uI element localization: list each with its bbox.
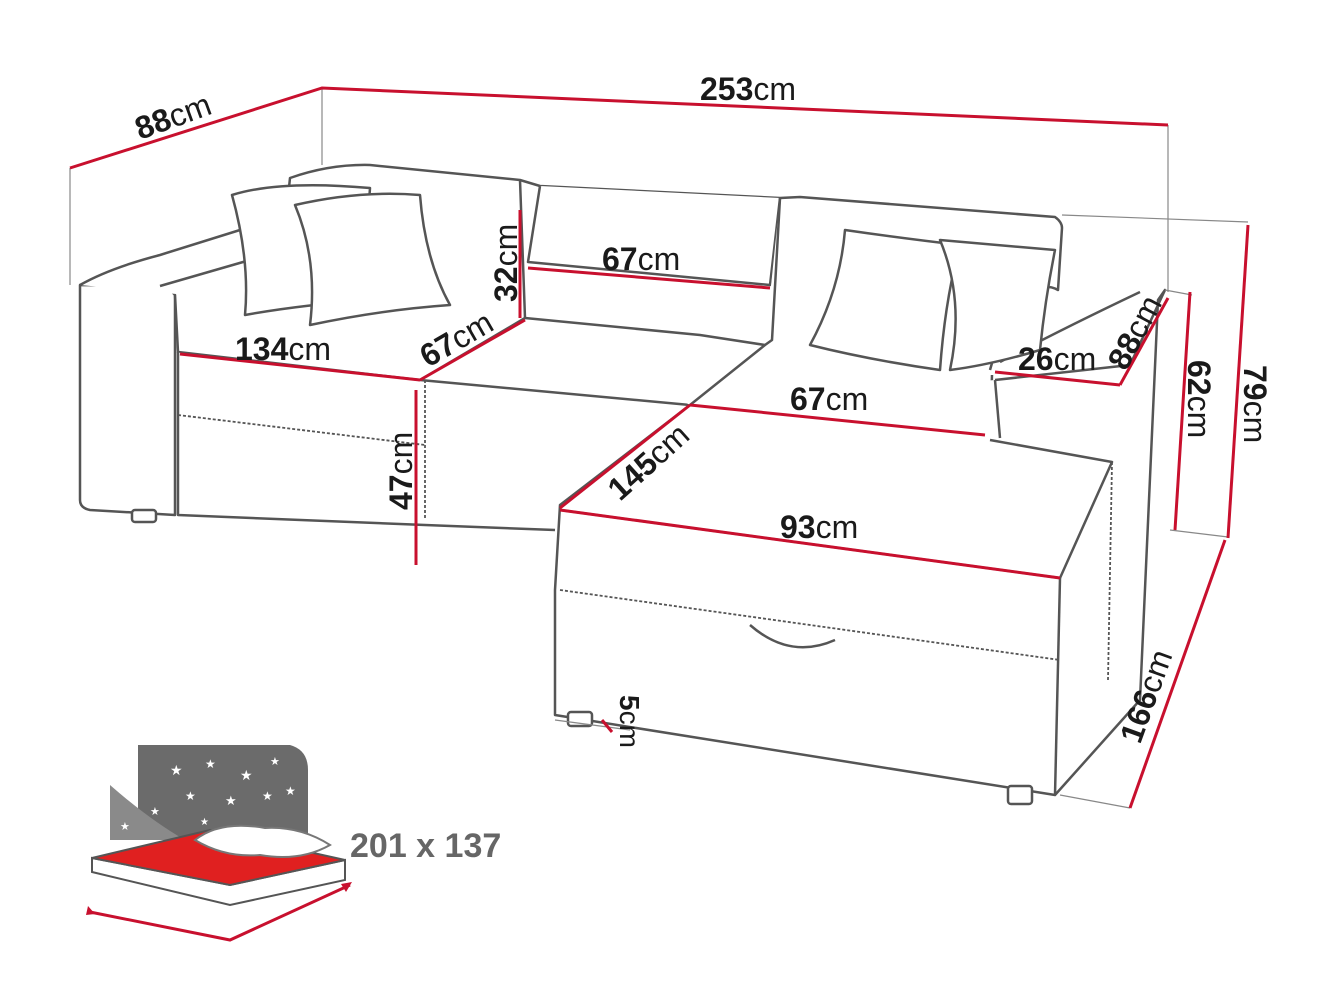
- dim-armrest-width: 26cm: [1018, 341, 1096, 377]
- dimension-labels: 253cm 88cm 32cm 67cm 134cm 67cm 47cm 67c…: [130, 71, 1273, 748]
- stars: ★ ★ ★ ★ ★ ★ ★ ★ ★ ★ ★: [120, 755, 296, 833]
- dim-armrest-depth: 88cm: [1100, 289, 1169, 375]
- dim-chaise-seat-width: 67cm: [790, 381, 868, 417]
- dim-back-cushion-width: 67cm: [602, 241, 680, 277]
- svg-text:★: ★: [185, 789, 196, 803]
- sleeping-area-icon: ★ ★ ★ ★ ★ ★ ★ ★ ★ ★ ★ 201 x 137: [86, 745, 501, 942]
- night-sky-panel: [138, 745, 308, 840]
- svg-text:★: ★: [170, 763, 183, 779]
- sleeping-area-label: 201 x 137: [350, 827, 501, 865]
- svg-text:★: ★: [240, 768, 253, 784]
- sofa-outline: [78, 163, 1167, 806]
- measurement-lines: [69, 86, 1250, 809]
- guide-lines: [69, 88, 1249, 809]
- dim-total-height: 79cm: [1237, 365, 1273, 443]
- dim-total-width: 253cm: [700, 71, 796, 107]
- dim-depth: 88cm: [130, 86, 216, 147]
- svg-text:★: ★: [285, 784, 296, 798]
- svg-text:★: ★: [205, 757, 216, 771]
- dim-armrest-height: 62cm: [1181, 360, 1217, 438]
- dim-chaise-front-width: 93cm: [780, 509, 858, 545]
- svg-text:★: ★: [150, 805, 160, 818]
- pillow-shape: [193, 824, 332, 858]
- svg-text:★: ★: [270, 755, 280, 768]
- svg-text:★: ★: [225, 794, 237, 809]
- moon-shape: [110, 785, 185, 840]
- dim-leg-height: 5cm: [614, 695, 645, 748]
- dim-seat-height: 47cm: [383, 432, 419, 510]
- svg-text:★: ★: [200, 817, 209, 828]
- mattress-top: [91, 828, 346, 887]
- svg-text:★: ★: [262, 789, 273, 803]
- svg-text:★: ★: [120, 820, 130, 833]
- dim-seat-width-left: 134cm: [235, 331, 331, 367]
- dim-back-height: 32cm: [488, 224, 524, 302]
